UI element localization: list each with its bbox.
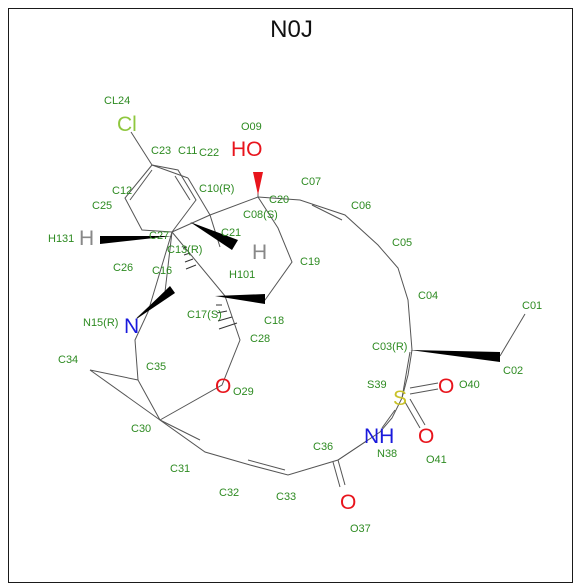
label-n-symbol: N: [124, 315, 139, 338]
label-c03: C03(R): [372, 341, 407, 353]
wedge-c17-c18: [215, 294, 265, 304]
wedge-c03-c02: [410, 350, 500, 362]
bond-cl-c23: [130, 131, 153, 166]
label-o41: O41: [426, 454, 447, 466]
bond-c11-c23: [151, 164, 189, 179]
label-nh: NH: [364, 425, 394, 448]
bond-s39-n38: [381, 409, 396, 429]
label-c23: C23: [151, 145, 171, 157]
label-c13: C13(R): [167, 244, 202, 256]
chlorophenyl-ring: [124, 164, 197, 233]
molecule-title: N0J: [270, 16, 313, 43]
label-c16: C16: [152, 265, 172, 277]
label-s-symbol: S: [393, 387, 407, 410]
label-c26: C26: [113, 262, 133, 274]
label-o37-symbol: O: [340, 491, 356, 514]
label-o29: O29: [233, 386, 254, 398]
hash-1: [182, 246, 188, 249]
label-s39: S39: [367, 379, 387, 391]
hashed-bonds: [182, 246, 238, 330]
bond-c34-c30: [89, 369, 161, 421]
label-o40: O40: [459, 379, 480, 391]
bond-s39-c03: [401, 351, 411, 399]
bond-ring-c30-c31: [159, 419, 201, 441]
bond-inner-1: [129, 169, 153, 201]
label-c31: C31: [170, 463, 190, 475]
macrocycle-chain: [134, 196, 413, 476]
label-c01: C01: [522, 300, 542, 312]
hash-7: [217, 316, 233, 322]
label-c27: C27: [149, 230, 169, 242]
label-c06: C06: [351, 200, 371, 212]
hash-3: [184, 258, 194, 263]
label-c19: C19: [300, 256, 320, 268]
hash-2: [183, 252, 191, 256]
label-o40-symbol: O: [438, 375, 454, 398]
bond-c36-o37: [337, 459, 346, 486]
label-c33: C33: [276, 491, 296, 503]
label-h-left: H: [79, 227, 94, 250]
bond-c34-c35: [89, 369, 139, 381]
label-o41-symbol: O: [418, 425, 434, 448]
label-o-ether: O: [215, 375, 231, 398]
hash-8: [218, 322, 238, 330]
label-cl24: CL24: [104, 95, 130, 107]
label-c35: C35: [146, 361, 166, 373]
label-c36: C36: [313, 441, 333, 453]
label-c07: C07: [301, 176, 321, 188]
bond-c36-o37-b: [332, 461, 341, 488]
bond-c36-n38: [337, 439, 369, 461]
bond-inner-2: [174, 175, 191, 201]
label-c22: C22: [199, 147, 219, 159]
hash-4: [185, 264, 197, 270]
label-c20: C20: [269, 194, 289, 206]
label-c30: C30: [131, 423, 151, 435]
wedge-bonds: [100, 172, 500, 362]
label-c02: C02: [503, 365, 523, 377]
hash-6: [216, 310, 228, 314]
label-c21: C21: [221, 227, 241, 239]
label-h101: H101: [229, 269, 255, 281]
label-c12: C12: [112, 185, 132, 197]
label-cl-symbol: Cl: [117, 113, 137, 136]
label-n15: N15(R): [83, 317, 118, 329]
bond-s39-o41: [404, 401, 421, 429]
label-c34: C34: [58, 354, 78, 366]
bond-c02-c01: [499, 313, 526, 357]
bond-aromatic-c32-c33: [247, 459, 286, 471]
wedge-n15-c17: [135, 286, 175, 320]
label-o37: O37: [350, 523, 371, 535]
atom-labels: CL24 Cl O09 HO C23 C11 C22 C12 C10(R) C2…: [48, 95, 542, 535]
label-c08: C08(S): [243, 209, 278, 221]
bond-s39-o41-b: [409, 398, 426, 426]
label-h131: H131: [48, 233, 74, 245]
label-c05: C05: [392, 237, 412, 249]
label-c28: C28: [250, 333, 270, 345]
label-c32: C32: [219, 487, 239, 499]
label-o09: O09: [241, 121, 262, 133]
label-h-right: H: [252, 241, 267, 264]
diagram-frame: [8, 8, 573, 583]
label-c10: C10(R): [199, 183, 234, 195]
label-c17: C17(S): [187, 309, 222, 321]
label-c25: C25: [92, 200, 112, 212]
ether-chain: [159, 295, 241, 421]
label-n38: N38: [377, 448, 397, 460]
wedge-c13-h: [190, 222, 238, 250]
label-c18: C18: [264, 315, 284, 327]
label-c04: C04: [418, 290, 438, 302]
bond-c10-c21: [209, 214, 221, 248]
bond-double-c07-c06: [311, 204, 343, 221]
label-ho: HO: [231, 138, 263, 161]
bond-c10-c11: [187, 177, 211, 216]
bond-s39-o40: [409, 382, 439, 389]
bond-s39-o40-b: [409, 388, 439, 395]
bond-c16-c13: [164, 231, 173, 293]
label-c11: C11: [178, 145, 197, 157]
wedge-h131: [100, 236, 172, 244]
wedge-c20-o09: [253, 172, 263, 195]
